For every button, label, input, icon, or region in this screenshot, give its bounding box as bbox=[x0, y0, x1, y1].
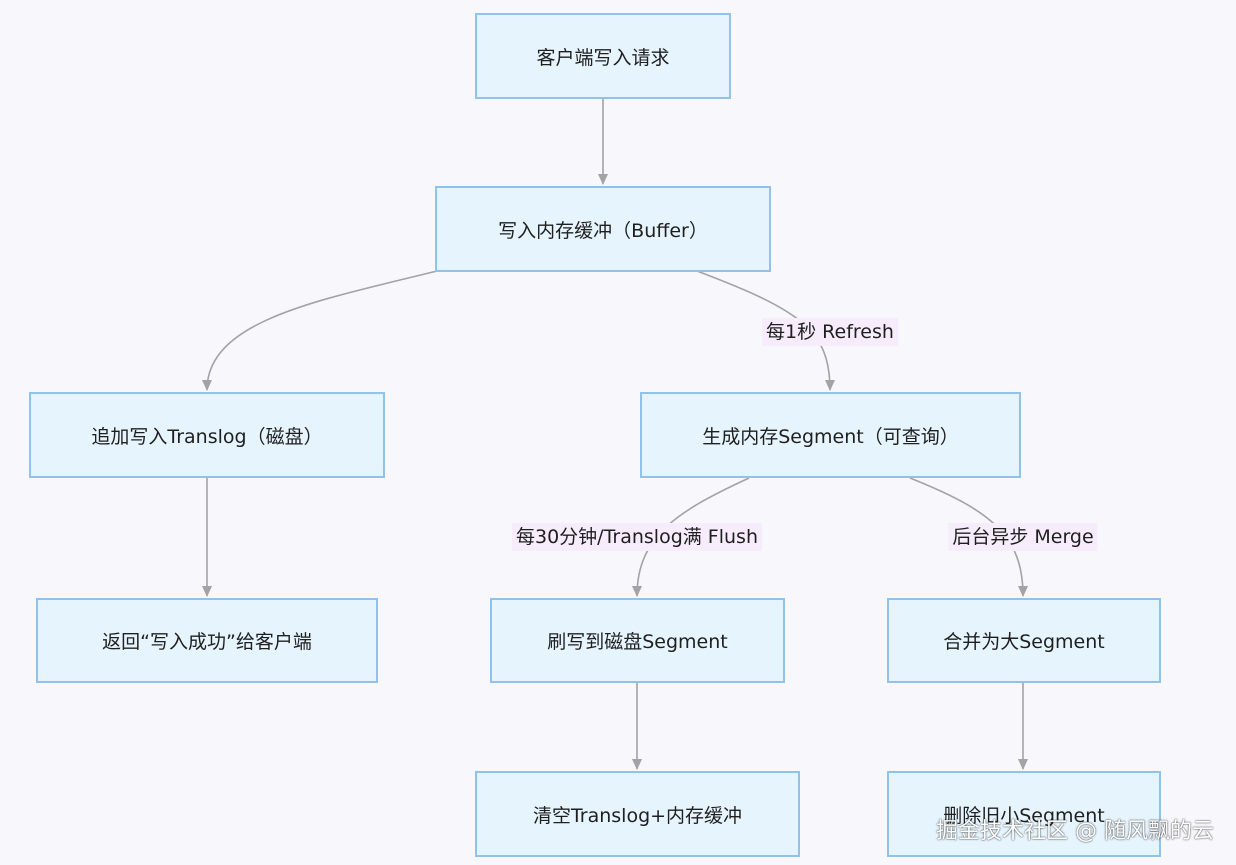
node-append-translog-label: 追加写入Translog（磁盘） bbox=[91, 425, 323, 448]
node-merge-big-segment-label: 合并为大Segment bbox=[943, 631, 1105, 653]
edge-label-merge: 后台异步 Merge bbox=[948, 523, 1098, 551]
node-merge-big-segment: 合并为大Segment bbox=[887, 598, 1161, 683]
node-memory-buffer: 写入内存缓冲（Buffer） bbox=[435, 186, 771, 272]
node-client-write-request: 客户端写入请求 bbox=[475, 13, 731, 99]
node-append-translog: 追加写入Translog（磁盘） bbox=[29, 392, 385, 478]
edge-label-refresh: 每1秒 Refresh bbox=[762, 318, 898, 346]
edge-buffer-to-translog bbox=[202, 270, 438, 391]
node-memory-segment: 生成内存Segment（可查询） bbox=[640, 392, 1021, 478]
node-clear-translog-buffer: 清空Translog+内存缓冲 bbox=[475, 771, 800, 857]
node-flush-disk-segment-label: 刷写到磁盘Segment bbox=[547, 631, 728, 653]
node-memory-segment-label: 生成内存Segment（可查询） bbox=[702, 425, 959, 448]
node-clear-translog-buffer-label: 清空Translog+内存缓冲 bbox=[532, 804, 743, 827]
edge-label-flush: 每30分钟/Translog满 Flush bbox=[512, 523, 762, 551]
node-delete-small-segment: 删除旧小Segment bbox=[887, 771, 1161, 857]
node-return-success-label: 返回“写入成功”给客户端 bbox=[102, 631, 312, 653]
node-delete-small-segment-label: 删除旧小Segment bbox=[943, 804, 1105, 827]
node-client-write-request-label: 客户端写入请求 bbox=[536, 46, 670, 69]
watermark-text: 掘金技术社区 @ 随风飘的云 bbox=[936, 819, 1214, 844]
node-return-success: 返回“写入成功”给客户端 bbox=[36, 598, 378, 683]
node-memory-buffer-label: 写入内存缓冲（Buffer） bbox=[498, 219, 708, 242]
node-flush-disk-segment: 刷写到磁盘Segment bbox=[490, 598, 785, 683]
